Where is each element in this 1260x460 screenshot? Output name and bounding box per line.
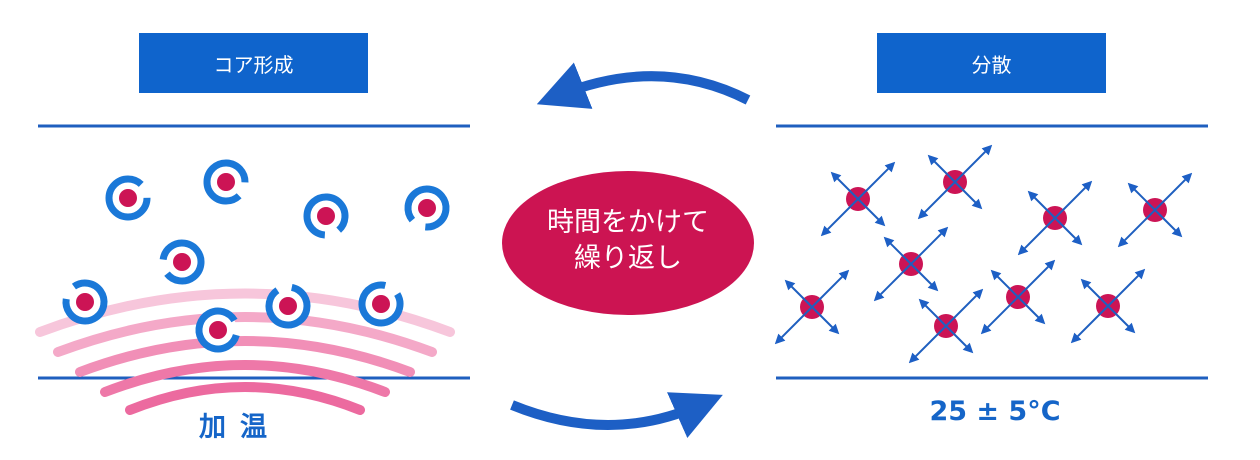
arrow-bottom-to-right [510,392,723,438]
dispersed-particle [1070,268,1146,344]
core-particle [62,279,108,325]
dispersed-particle [908,288,984,364]
dispersed-particles [774,144,1193,364]
dispersed-particle [774,269,850,345]
core-particle [404,185,450,231]
core-particle [203,159,249,205]
core-particle [105,175,151,221]
dispersed-particle [917,144,993,220]
core-particle [265,283,311,329]
center-ellipse [502,171,754,315]
dispersed-particle [873,226,949,302]
dispersed-particle [980,259,1056,335]
dispersion-title: 分散 [877,33,1106,93]
dispersed-particle [820,161,896,237]
core-formation-title: コア形成 [139,33,368,93]
center-text: 時間をかけて 繰り返し [503,205,753,277]
temperature-caption: 25 ± 5°C [929,396,1061,427]
core-particles [62,159,450,353]
heating-caption: 加温 [199,412,281,443]
core-particle [303,193,349,239]
core-particle [195,307,241,353]
center-text-line1: 時間をかけて [547,207,709,238]
dispersed-particle [1017,180,1093,256]
center-text-line2: 繰り返し [574,243,682,274]
core-particle [358,281,404,327]
arrow-top-to-left [536,62,751,109]
dispersed-particle [1117,172,1193,248]
core-particle [159,239,205,285]
